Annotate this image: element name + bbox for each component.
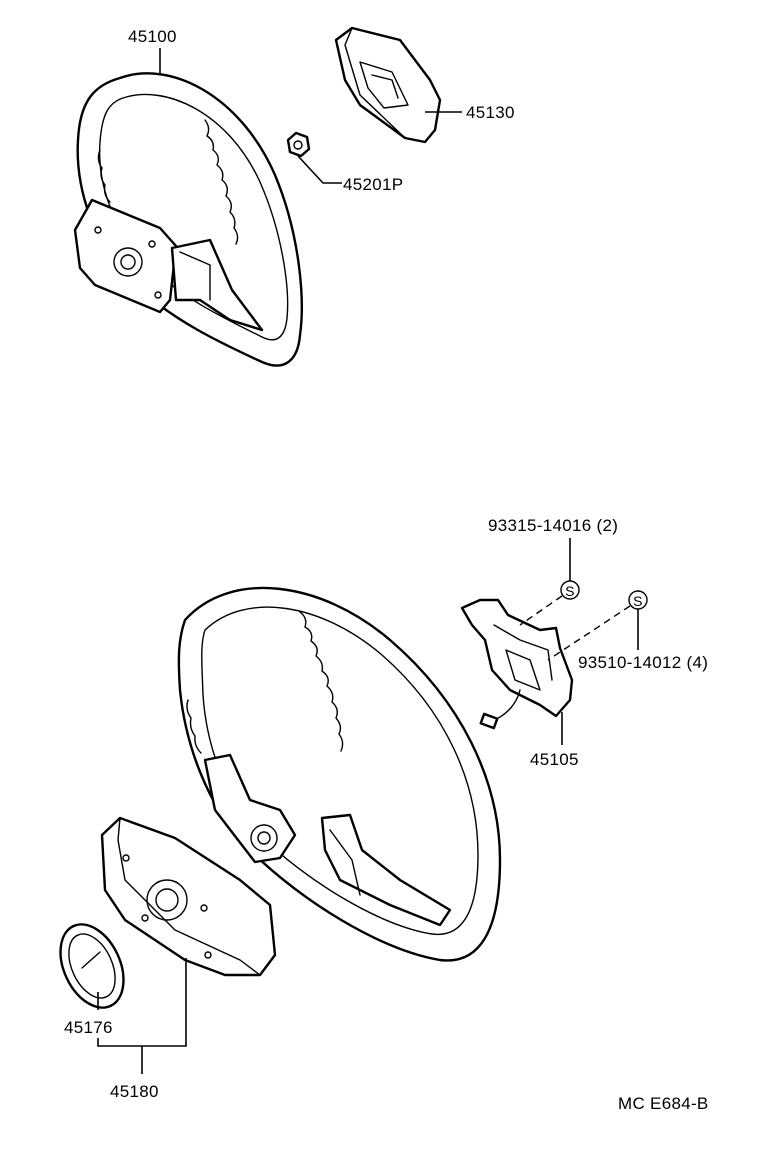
screw-marker-b: S	[628, 590, 648, 610]
label-45100: 45100	[128, 27, 177, 46]
contact-ring	[59, 923, 125, 1009]
steering-wheel-lower	[177, 586, 502, 962]
label-93315: 93315-14016 (2)	[488, 516, 618, 535]
label-45180: 45180	[110, 1082, 159, 1101]
svg-text:S: S	[565, 583, 575, 599]
label-45176: 45176	[64, 1018, 113, 1037]
leader-lines	[97, 48, 639, 1074]
hub-cover	[100, 816, 277, 977]
horn-pad	[334, 26, 442, 144]
drawing-code: MC E684-B	[618, 1094, 709, 1113]
horn-contact-bracket	[460, 598, 574, 730]
label-93510: 93510-14012 (4)	[578, 653, 708, 672]
steering-wheel-upper	[73, 72, 303, 367]
screw-marker-a: S	[560, 580, 580, 600]
label-45130: 45130	[466, 103, 515, 122]
label-45105: 45105	[530, 750, 579, 769]
svg-text:S: S	[633, 593, 643, 609]
label-45201p: 45201P	[343, 175, 403, 194]
nut	[286, 131, 311, 158]
